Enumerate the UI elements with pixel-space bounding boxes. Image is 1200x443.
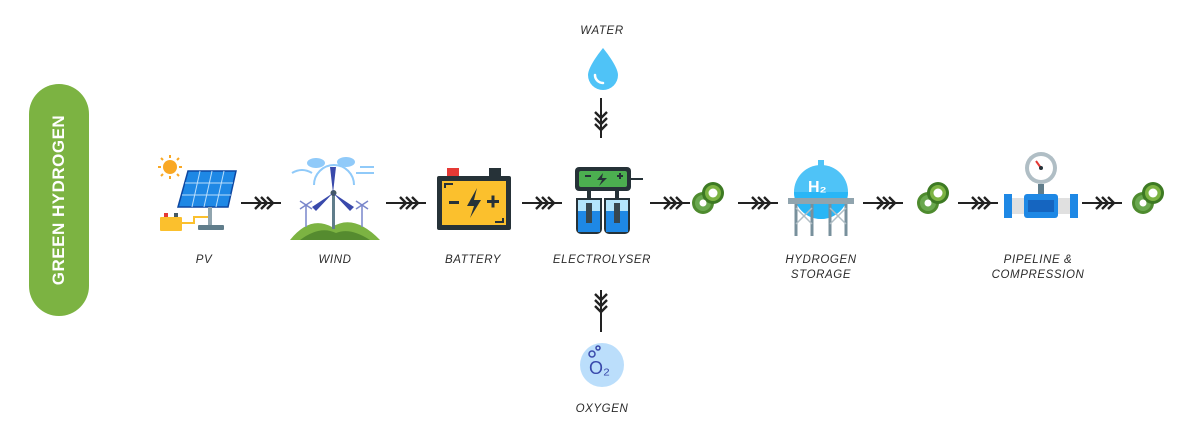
- arrow-wind-to-battery: [386, 195, 426, 211]
- pipeline-label-line1: PIPELINE &: [1003, 254, 1073, 266]
- electrolyser-label: ELECTROLYSER: [552, 254, 652, 266]
- arrow-electrolyser-to-hydrogen: [650, 195, 690, 211]
- water-label: WATER: [580, 25, 624, 37]
- wind-turbine-icon: [290, 157, 380, 240]
- arrow-pipeline-to-hydrogen: [1082, 195, 1122, 211]
- hydrogen-molecule-icon: [1132, 182, 1164, 214]
- arrow-storage-to-hydrogen: [863, 195, 903, 211]
- arrow-battery-to-electrolyser: [522, 195, 562, 211]
- pipeline-label: PIPELINE & COMPRESSION: [992, 253, 1085, 283]
- water-drop-icon: [588, 48, 618, 90]
- battery-icon: [437, 168, 511, 230]
- solar-panel-icon: [158, 155, 237, 231]
- h2-symbol: H₂: [808, 179, 827, 196]
- battery-label: BATTERY: [445, 254, 501, 266]
- o2-symbol: O₂: [589, 358, 610, 378]
- pv-label: PV: [195, 254, 213, 266]
- hydrogen-molecule-icon: [692, 182, 724, 214]
- arrow-water-to-electrolyser: [594, 98, 608, 138]
- banner-title: GREEN HYDROGEN: [49, 114, 68, 286]
- green-hydrogen-banner: GREEN HYDROGEN: [29, 84, 89, 316]
- hydrogen-molecule-icon: [917, 182, 949, 214]
- wind-label: WIND: [318, 254, 352, 266]
- pipeline-gauge-icon: [1004, 152, 1078, 218]
- arrow-electrolyser-to-oxygen: [594, 290, 608, 332]
- oxygen-icon: O₂: [580, 343, 624, 387]
- hydrogen-storage-label: HYDROGEN STORAGE: [785, 253, 856, 283]
- hydrogen-storage-tank-icon: H₂: [788, 160, 854, 236]
- arrow-hydrogen-to-storage: [738, 195, 778, 211]
- arrow-pv-to-wind: [241, 195, 281, 211]
- hydrogen-storage-label-line2: STORAGE: [790, 269, 852, 281]
- pipeline-label-line2: COMPRESSION: [991, 269, 1085, 281]
- hydrogen-storage-label-line1: HYDROGEN: [785, 254, 857, 266]
- electrolyser-icon: [575, 167, 643, 234]
- oxygen-label: OXYGEN: [575, 403, 629, 415]
- arrow-hydrogen-to-pipeline: [958, 195, 998, 211]
